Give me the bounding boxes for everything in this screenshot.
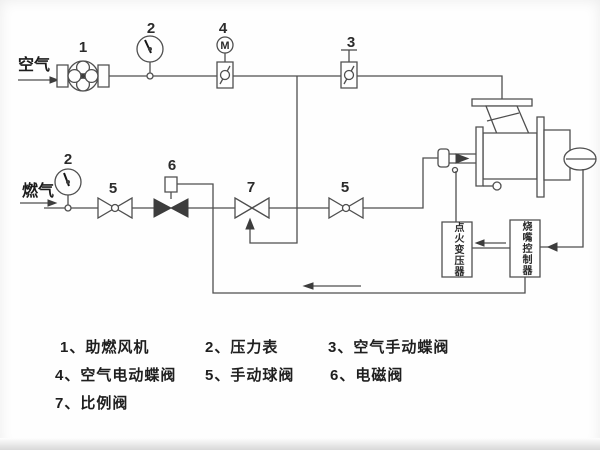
proportional-valve-icon: 7 bbox=[235, 179, 269, 218]
burner-sight-port bbox=[493, 182, 501, 190]
marker-air-manual-valve: 3 bbox=[347, 34, 355, 51]
solenoid-valve-icon: 6 bbox=[154, 157, 188, 217]
burner-left-flange bbox=[476, 127, 483, 186]
legend-item-1: 1、助燃风机 bbox=[60, 339, 150, 356]
marker-proportional-valve: 7 bbox=[247, 179, 255, 196]
gas-supply-line: 燃气 bbox=[20, 158, 440, 208]
burner-controller-box bbox=[510, 220, 540, 277]
marker-gas-gauge: 2 bbox=[64, 151, 72, 168]
air-supply-line: 空气 bbox=[18, 55, 502, 100]
gas-line-label: 燃气 bbox=[22, 181, 54, 200]
marker-gas-ball-valve-1: 5 bbox=[109, 180, 117, 197]
marker-solenoid-valve: 6 bbox=[168, 157, 176, 174]
impulse-arrow-icon bbox=[246, 219, 254, 229]
control-wiring bbox=[177, 171, 540, 293]
motor-letter: M bbox=[220, 40, 229, 52]
ball-valve-1-icon: 5 bbox=[98, 180, 132, 218]
air-line-label: 空气 bbox=[18, 55, 50, 74]
burner-top-flange bbox=[472, 99, 532, 106]
air-impulse-line bbox=[246, 76, 297, 243]
flame-signal-arrow-icon bbox=[548, 243, 557, 251]
marker-air-motor-valve: 4 bbox=[219, 20, 228, 37]
bus-direction-arrow-icon bbox=[304, 283, 361, 289]
legend-item-7: 7、比例阀 bbox=[55, 395, 129, 412]
manual-butterfly-valve-icon: 3 bbox=[341, 34, 357, 88]
legend-item-5: 5、手动球阀 bbox=[205, 367, 295, 384]
burner-controller-label: 烧嘴控制器 bbox=[520, 221, 531, 276]
legend-item-2: 2、压力表 bbox=[205, 339, 279, 356]
marker-gas-ball-valve-2: 5 bbox=[341, 179, 349, 196]
legend-item-4: 4、空气电动蝶阀 bbox=[55, 367, 177, 384]
legend-item-6: 6、电磁阀 bbox=[330, 367, 404, 384]
burner-right-flange bbox=[537, 117, 544, 197]
motorized-butterfly-valve-icon: 4 M bbox=[217, 20, 233, 88]
photo-edge-shadow bbox=[0, 438, 600, 450]
igniter-electrode-icon bbox=[456, 154, 468, 163]
box-link-arrow-icon bbox=[476, 240, 506, 246]
combustion-blower-icon: 1 bbox=[57, 39, 109, 91]
gas-flow-arrow-icon bbox=[20, 200, 56, 206]
legend-item-3: 3、空气手动蝶阀 bbox=[328, 339, 450, 356]
igniter-assembly bbox=[438, 149, 476, 173]
marker-air-gauge: 2 bbox=[147, 20, 155, 37]
burner-body bbox=[483, 133, 537, 179]
ignition-transformer-box bbox=[442, 222, 472, 277]
ignition-transformer-label: 点火变压器 bbox=[452, 222, 463, 277]
flame-signal-line bbox=[540, 169, 583, 251]
burner-assembly bbox=[438, 99, 596, 197]
marker-blower: 1 bbox=[79, 39, 87, 56]
air-flow-arrow-icon bbox=[18, 77, 58, 83]
ball-valve-2-icon: 5 bbox=[329, 179, 363, 218]
air-pressure-gauge-icon: 2 bbox=[137, 20, 163, 79]
gas-pressure-gauge-icon: 2 bbox=[55, 151, 81, 211]
